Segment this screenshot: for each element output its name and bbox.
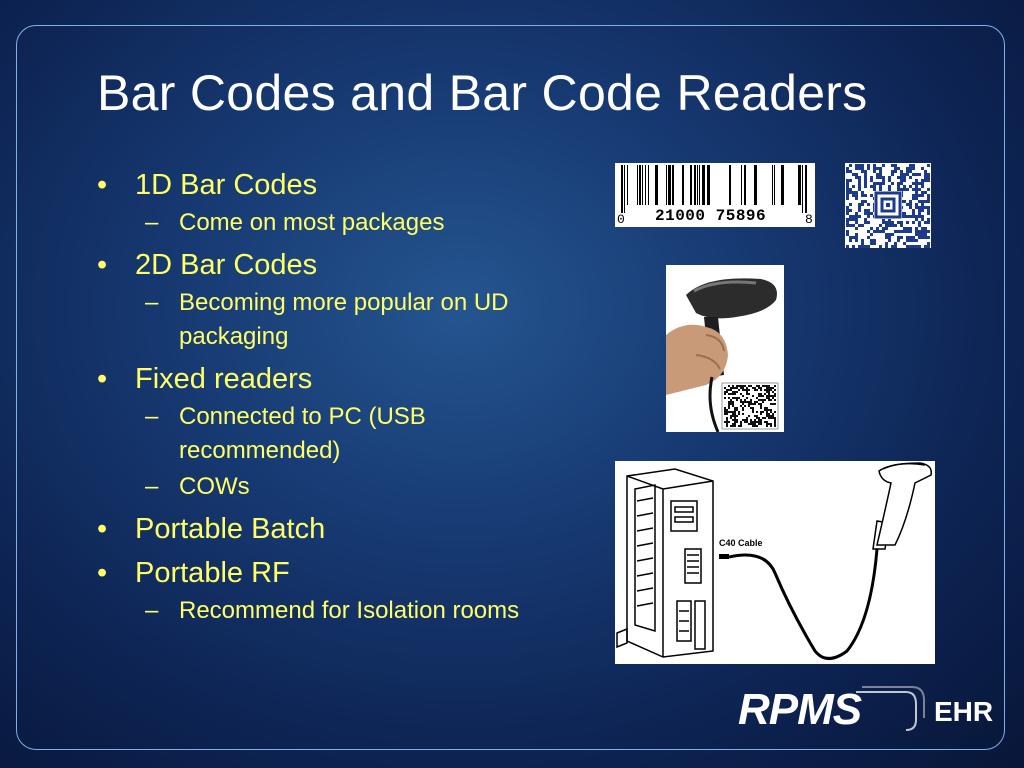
sub-bullet-isolation-rooms: – Recommend for Isolation rooms <box>97 594 537 628</box>
barcode-1d-image: 0 21000 75896 8 <box>615 163 815 227</box>
logo-graphic: RPMS EHR <box>738 685 993 734</box>
dash-marker: – <box>145 209 159 236</box>
sub-bullet-cows: – COWs <box>97 470 537 504</box>
slide-title: Bar Codes and Bar Code Readers <box>97 65 868 121</box>
pc-scanner-diagram: C40 Cable <box>615 461 935 664</box>
sub-bullet-text: Becoming more popular on UD packaging <box>179 289 509 350</box>
barcode-2d-graphic <box>845 163 931 248</box>
rpms-ehr-logo: RPMS EHR <box>738 684 998 738</box>
bullet-text: 1D Bar Codes <box>135 169 318 201</box>
barcode-2d-image <box>845 163 931 248</box>
slide-frame <box>16 25 1005 750</box>
bullet-marker: • <box>97 363 108 395</box>
sub-bullet-most-packages: – Come on most packages <box>97 206 537 240</box>
barcode-digits: 21000 75896 <box>655 207 766 225</box>
dash-marker: – <box>145 597 159 624</box>
bullet-1d-bar-codes: • 1D Bar Codes <box>97 166 537 204</box>
bullet-marker: • <box>97 169 108 201</box>
bullet-marker: • <box>97 513 108 545</box>
dash-marker: – <box>145 403 159 430</box>
bullet-portable-rf: • Portable RF <box>97 554 537 592</box>
dash-marker: – <box>145 473 159 500</box>
bullet-marker: • <box>97 557 108 589</box>
bullet-text: Fixed readers <box>135 363 313 395</box>
bullet-portable-batch: • Portable Batch <box>97 510 537 548</box>
sub-bullet-text: Recommend for Isolation rooms <box>179 597 520 624</box>
handheld-scanner-photo <box>666 265 784 432</box>
bullet-text: 2D Bar Codes <box>135 249 318 281</box>
bullet-text: Portable Batch <box>135 513 326 545</box>
sub-bullet-ud-packaging: – Becoming more popular on UD packaging <box>97 286 537 354</box>
sub-bullet-text: Connected to PC (USB recommended) <box>179 403 426 464</box>
barcode-bars <box>621 165 807 213</box>
barcode-1d-graphic: 0 21000 75896 8 <box>617 165 813 227</box>
scanner-photo-graphic <box>666 265 784 432</box>
sub-bullet-text: COWs <box>179 473 250 500</box>
bullet-marker: • <box>97 249 108 281</box>
logo-ehr-text: EHR <box>934 696 993 727</box>
photo-barcode-modules <box>724 385 776 427</box>
bullet-fixed-readers: • Fixed readers <box>97 360 537 398</box>
bullet-2d-bar-codes: • 2D Bar Codes <box>97 246 537 284</box>
cable-label: C40 Cable <box>719 538 763 548</box>
sub-bullet-text: Come on most packages <box>179 209 445 236</box>
logo-rpms-text: RPMS <box>738 685 862 734</box>
sub-bullet-connected-pc: – Connected to PC (USB recommended) <box>97 400 537 468</box>
barcode-left-digit: 0 <box>617 212 625 227</box>
bullet-text: Portable RF <box>135 557 290 589</box>
pc-scanner-graphic: C40 Cable <box>615 461 935 664</box>
dash-marker: – <box>145 289 159 316</box>
bullet-list: • 1D Bar Codes – Come on most packages •… <box>97 160 537 628</box>
barcode-right-digit: 8 <box>805 212 813 227</box>
